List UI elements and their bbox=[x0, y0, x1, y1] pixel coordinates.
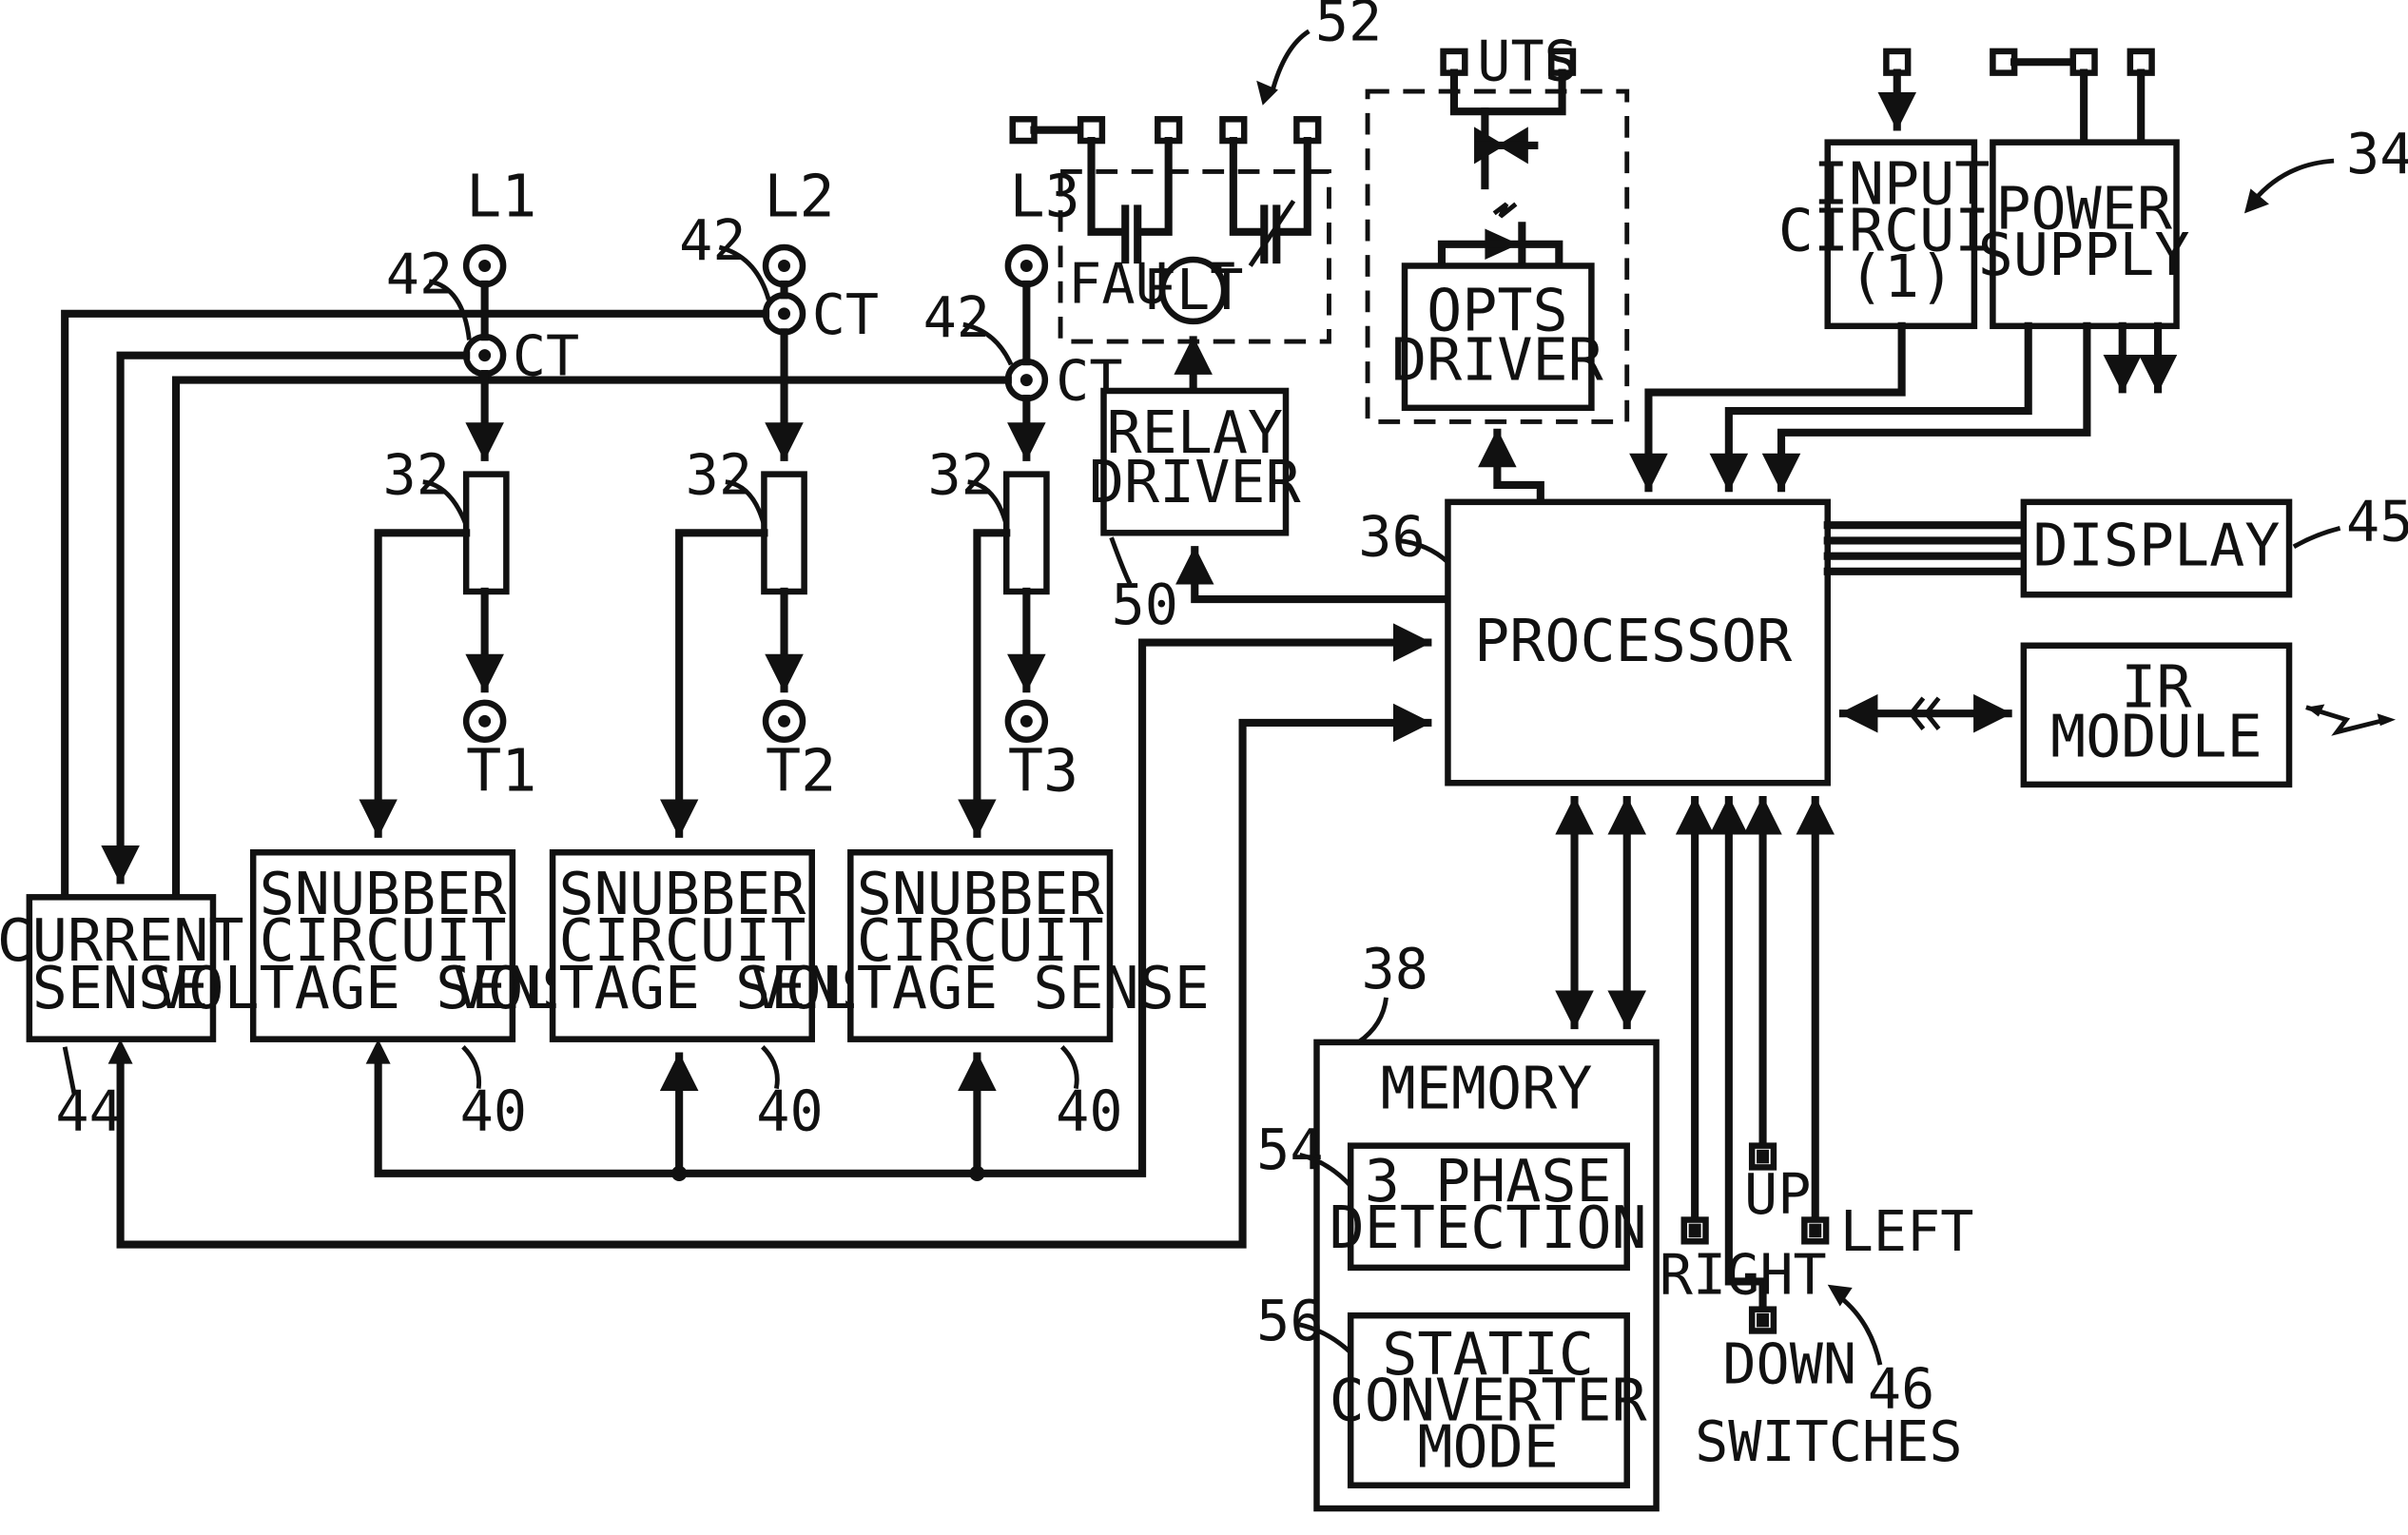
ct-wire-2 bbox=[101, 351, 471, 884]
l2-label: L2 bbox=[764, 163, 834, 231]
ref-38: 38 bbox=[1362, 937, 1428, 1001]
ref-36: 36 bbox=[1358, 505, 1425, 570]
display-block: DISPLAY bbox=[2020, 498, 2293, 598]
svg-text:PROCESSOR: PROCESSOR bbox=[1474, 607, 1793, 675]
line-l3: L3 bbox=[1004, 163, 1080, 288]
svg-text:CIRCUIT: CIRCUIT bbox=[558, 906, 806, 975]
ref-42-b: 42 bbox=[679, 208, 746, 273]
t1-label: T1 bbox=[466, 736, 536, 805]
svg-text:MODE: MODE bbox=[1417, 1412, 1558, 1481]
svg-text:IR: IR bbox=[2121, 653, 2192, 722]
ref-56: 56 bbox=[1256, 1289, 1323, 1353]
switch-left-label: LEFT bbox=[1840, 1199, 1974, 1264]
scr-1 bbox=[462, 471, 510, 595]
snubber-block-2: SNUBBER CIRCUIT VOLTAGE SENSE bbox=[453, 849, 912, 1042]
ref-54: 54 bbox=[1256, 1117, 1323, 1182]
ref-40-a: 40 bbox=[460, 1078, 527, 1143]
switch-right-label: RIGHT bbox=[1660, 1242, 1827, 1307]
ct-l2: CT bbox=[762, 282, 879, 347]
svg-text:SNUBBER: SNUBBER bbox=[260, 860, 508, 928]
svg-text:CONVERTER: CONVERTER bbox=[1330, 1367, 1648, 1435]
ct-wire-1 bbox=[61, 309, 770, 904]
ref-40-c: 40 bbox=[1056, 1078, 1122, 1143]
svg-text:VOLTAGE SENSE: VOLTAGE SENSE bbox=[453, 954, 912, 1022]
line-l1: L1 bbox=[462, 163, 536, 288]
ir-wireless-icon bbox=[2305, 705, 2387, 736]
relay-driver-block: RELAY DRIVER bbox=[1089, 387, 1302, 536]
opts-driver-block: OPTS DRIVER bbox=[1391, 262, 1604, 412]
ref-42-a: 42 bbox=[386, 243, 453, 307]
switch-left[interactable]: LEFT bbox=[1801, 1199, 1974, 1264]
snubber-block-1: SNUBBER CIRCUIT VOLTAGE SENSE bbox=[153, 849, 612, 1042]
svg-text:MEMORY: MEMORY bbox=[1381, 1055, 1593, 1123]
phase-detection-block: 3 PHASE DETECTION bbox=[1330, 1142, 1647, 1272]
svg-text:CURRENT: CURRENT bbox=[0, 906, 244, 975]
ref-46: 46 bbox=[1868, 1357, 1934, 1422]
ref-50: 50 bbox=[1112, 573, 1178, 637]
snubber-block-3: SNUBBER CIRCUIT VOLTAGE SENSE bbox=[750, 849, 1210, 1042]
svg-text:DETECTION: DETECTION bbox=[1330, 1194, 1647, 1262]
svg-text:VOLTAGE SENSE: VOLTAGE SENSE bbox=[153, 954, 612, 1022]
svg-text:SUPPLY: SUPPLY bbox=[1978, 221, 2190, 289]
t2-label: T2 bbox=[766, 736, 836, 805]
current-sense-block: CURRENT SENSE bbox=[0, 894, 244, 1042]
svg-text:SENSE: SENSE bbox=[32, 954, 209, 1022]
switch-right[interactable]: RIGHT bbox=[1660, 1216, 1827, 1308]
ct-label: CT bbox=[812, 282, 879, 347]
svg-text:DRIVER: DRIVER bbox=[1391, 326, 1604, 395]
l1-label: L1 bbox=[466, 163, 536, 231]
switch-down-label: DOWN bbox=[1722, 1332, 1856, 1397]
current-sense-bus bbox=[116, 703, 1432, 1249]
ref-34: 34 bbox=[2346, 122, 2408, 186]
svg-text:INPUT: INPUT bbox=[1814, 150, 1990, 219]
ref-52: 52 bbox=[1315, 0, 1382, 54]
static-converter-block: STATIC CONVERTER MODE bbox=[1330, 1312, 1648, 1488]
ref-32-c: 32 bbox=[927, 443, 994, 508]
scr-3 bbox=[1003, 471, 1050, 595]
ref-40-b: 40 bbox=[756, 1078, 823, 1143]
svg-text:RELAY: RELAY bbox=[1106, 398, 1283, 467]
light-emission-icon bbox=[1492, 202, 1518, 219]
svg-text:CIRCUIT: CIRCUIT bbox=[857, 906, 1104, 975]
opts-enclosure bbox=[1365, 88, 1630, 424]
voltage-sense-bus bbox=[374, 623, 1432, 1177]
svg-text:DISPLAY: DISPLAY bbox=[2033, 511, 2281, 579]
switch-up[interactable]: UP bbox=[1744, 1142, 1811, 1227]
svg-text:POWER: POWER bbox=[1995, 175, 2172, 243]
svg-text:DRIVER: DRIVER bbox=[1089, 448, 1302, 516]
svg-text:SNUBBER: SNUBBER bbox=[857, 860, 1105, 928]
switch-up-label: UP bbox=[1744, 1162, 1811, 1227]
ref-32-a: 32 bbox=[383, 443, 450, 508]
switches-caption: SWITCHES bbox=[1695, 1409, 1962, 1474]
svg-text:(1): (1) bbox=[1849, 243, 1954, 311]
processor-block: PROCESSOR bbox=[1445, 498, 1831, 787]
ir-link-icon bbox=[1908, 696, 1941, 730]
ref-45: 45 bbox=[2346, 489, 2408, 554]
svg-text:CIRCUIT: CIRCUIT bbox=[1778, 196, 2026, 264]
ref-42-c: 42 bbox=[923, 285, 990, 350]
power-supply-block: POWER SUPPLY bbox=[1978, 139, 2190, 330]
ref-44: 44 bbox=[55, 1078, 122, 1143]
ref-32-b: 32 bbox=[686, 443, 752, 508]
svg-text:STATIC: STATIC bbox=[1382, 1320, 1594, 1389]
ct-wire-3 bbox=[171, 376, 1012, 904]
input-circuit-block: INPUT CIRCUIT (1) bbox=[1778, 139, 2026, 330]
svg-text:CIRCUIT: CIRCUIT bbox=[260, 906, 507, 975]
svg-text:OPTS: OPTS bbox=[1427, 277, 1567, 345]
svg-text:SNUBBER: SNUBBER bbox=[558, 860, 806, 928]
line-l2: L2 bbox=[762, 163, 835, 288]
flt-label: FLT bbox=[1143, 258, 1244, 322]
switch-down[interactable]: DOWN bbox=[1722, 1306, 1856, 1397]
svg-text:VOLTAGE SENSE: VOLTAGE SENSE bbox=[750, 954, 1210, 1022]
svg-text:MODULE: MODULE bbox=[2050, 703, 2262, 771]
t3-label: T3 bbox=[1008, 736, 1078, 805]
ir-module-block: IR MODULE bbox=[2020, 642, 2293, 788]
flt-indicator bbox=[1158, 256, 1228, 325]
svg-text:3 PHASE: 3 PHASE bbox=[1365, 1147, 1612, 1215]
scr-2 bbox=[761, 471, 807, 595]
